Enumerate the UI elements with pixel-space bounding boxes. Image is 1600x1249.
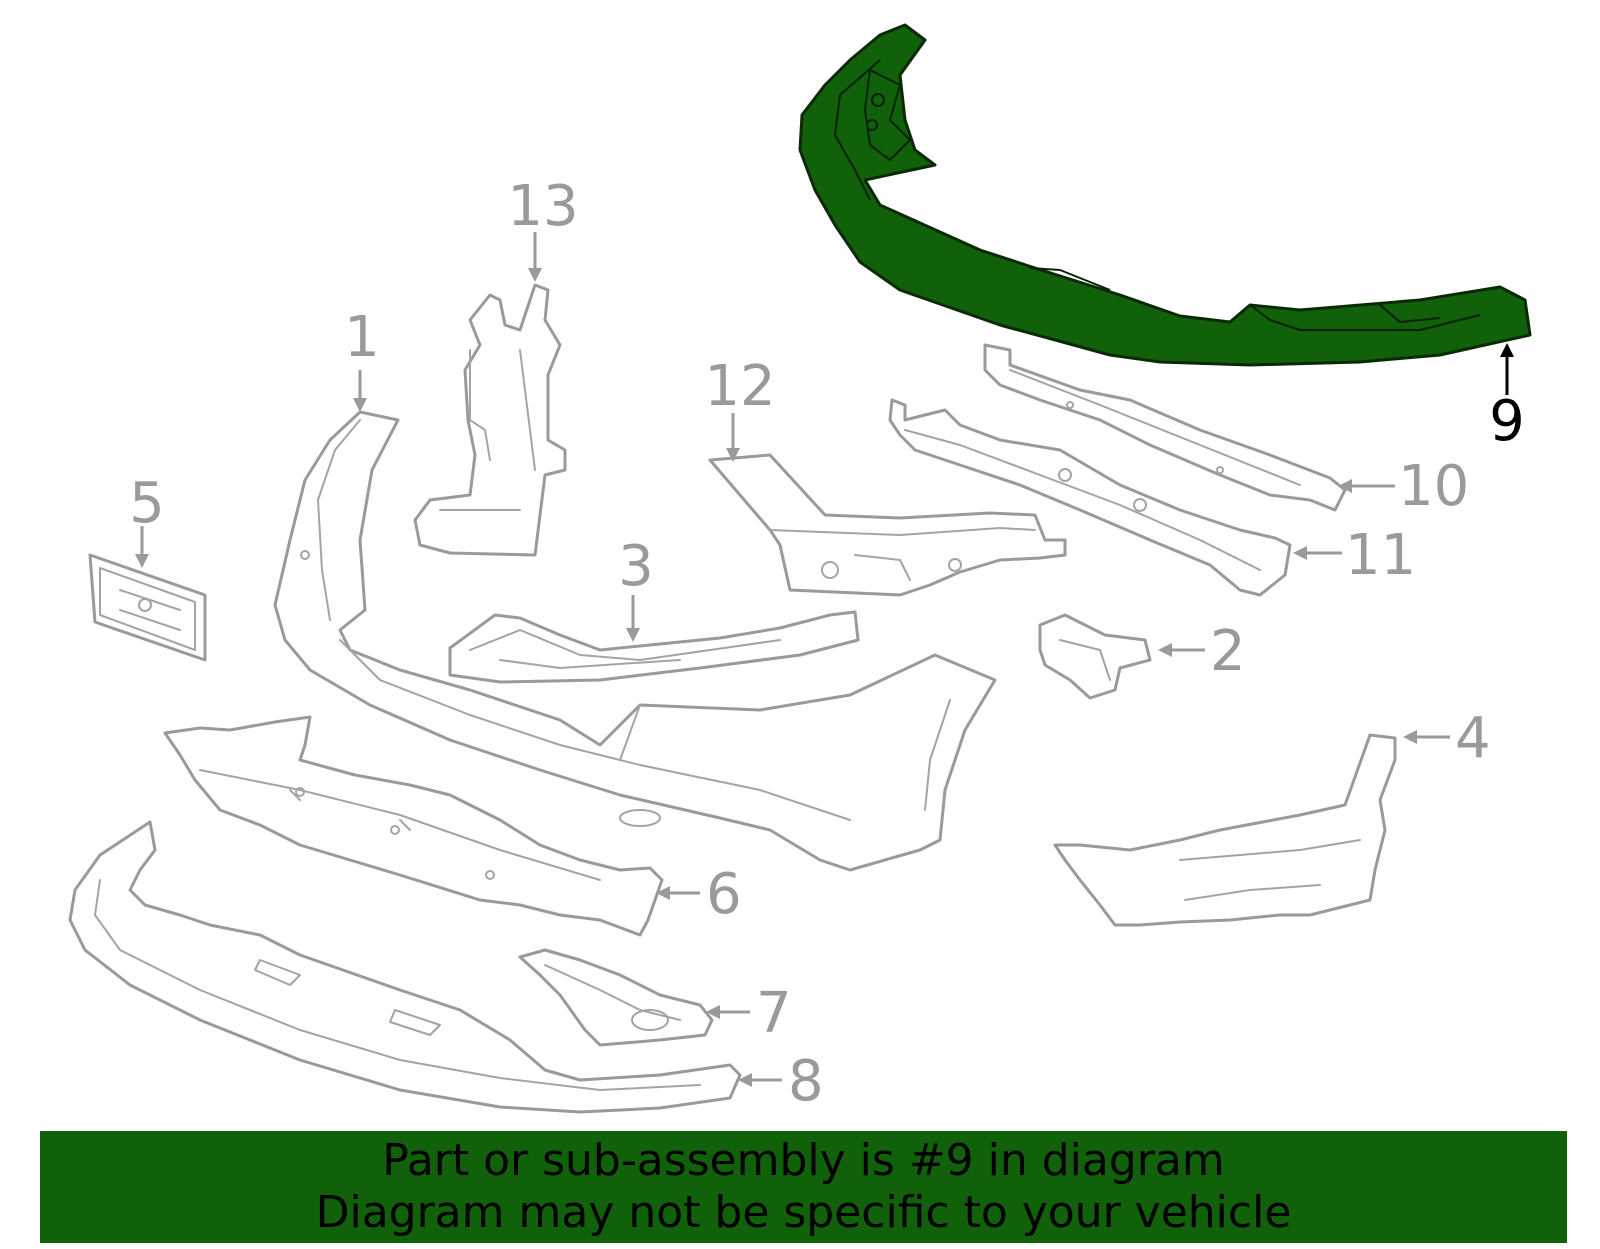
callout-label-13: 13 xyxy=(507,174,578,239)
part-9-inner-edge xyxy=(834,59,881,201)
callout-arrows xyxy=(135,232,1514,1087)
part-8-air-deflector[interactable] xyxy=(68,820,742,1114)
callout-label-1: 1 xyxy=(344,305,380,370)
part-9-body xyxy=(798,23,1532,367)
callout-label-12: 12 xyxy=(704,354,775,419)
callout-labels: 13 1 5 12 3 9 10 11 2 4 6 7 8 xyxy=(129,174,1525,1114)
callout-label-5: 5 xyxy=(129,471,165,536)
part-9-lower-valance[interactable] xyxy=(798,23,1532,367)
part-13-bracket[interactable] xyxy=(413,283,567,557)
banner-line-part-number: Part or sub-assembly is #9 in diagram xyxy=(382,1135,1225,1186)
banner-line-disclaimer: Diagram may not be specific to your vehi… xyxy=(315,1187,1292,1238)
callout-label-8: 8 xyxy=(788,1049,824,1114)
part-9-rib-1 xyxy=(1029,267,1111,291)
part-10-reinforcement[interactable] xyxy=(983,343,1347,512)
part-3-support[interactable] xyxy=(448,610,860,684)
callout-label-10: 10 xyxy=(1398,454,1469,519)
callout-label-11: 11 xyxy=(1345,523,1416,588)
part-9-bracket-left xyxy=(864,69,911,161)
part-6-skid-plate[interactable] xyxy=(163,715,664,937)
callout-label-7: 7 xyxy=(756,981,792,1046)
part-7-bezel[interactable] xyxy=(518,948,714,1047)
callout-label-6: 6 xyxy=(706,862,742,927)
callout-label-4: 4 xyxy=(1455,706,1491,771)
callout-label-2: 2 xyxy=(1210,619,1246,684)
part-12-bracket[interactable] xyxy=(708,453,1067,597)
part-2-bracket[interactable] xyxy=(1038,613,1152,700)
part-9-rib-3 xyxy=(1379,304,1441,323)
part-5-license-bracket[interactable] xyxy=(88,553,207,662)
part-9-hole-2 xyxy=(866,119,878,131)
callout-label-9: 9 xyxy=(1489,389,1525,454)
part-9-rib-2 xyxy=(1249,304,1481,331)
part-11-absorber[interactable] xyxy=(888,398,1292,597)
info-banner: Part or sub-assembly is #9 in diagram Di… xyxy=(40,1131,1567,1243)
callout-label-3: 3 xyxy=(618,534,654,599)
part-1-bumper-cover[interactable] xyxy=(273,410,997,872)
part-9-hole-1 xyxy=(871,93,885,107)
part-4-deflector[interactable] xyxy=(1053,733,1397,927)
